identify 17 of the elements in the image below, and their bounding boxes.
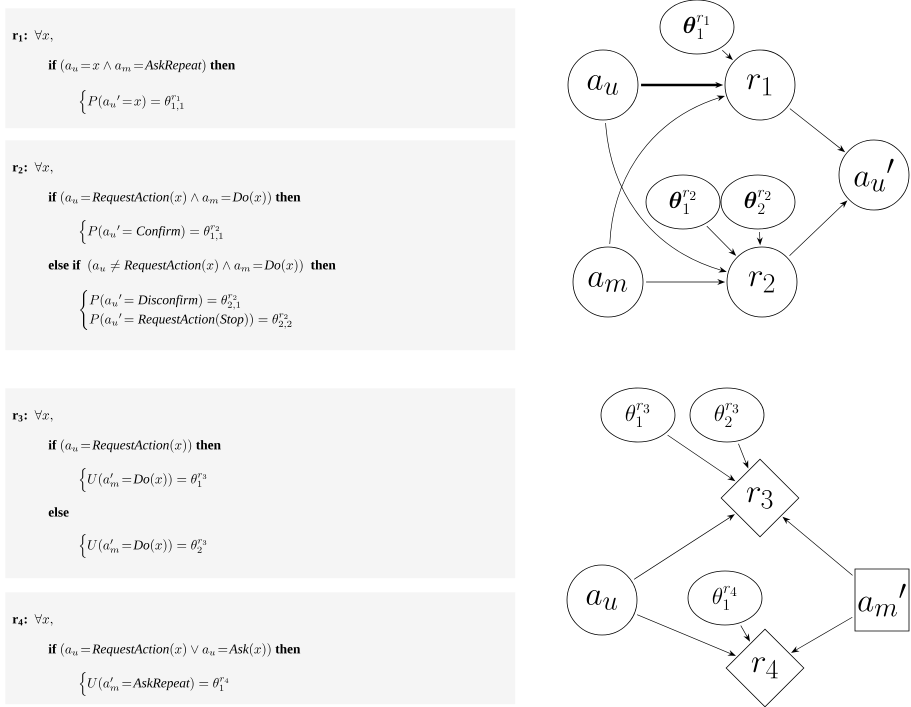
formula-line: $\mathbf{r_1}\textbf{:}\ \ \forall x,$: [12, 30, 52, 42]
formula-line: $\Big\{U(a'_m\!=\!\mathit{Do}(x))=\theta^{r_3}_2$: [80, 534, 206, 558]
variable-box: ${a_m}'$: [854, 568, 910, 632]
formula-line: $\textbf{else}$: [48, 507, 69, 517]
formula-line: $\textbf{if}\ (a_u\!=\!\mathit{RequestAction}(x))\ \textbf{then}$: [48, 439, 221, 453]
formula-line: $\textbf{if}\ (a_u\!=\!\mathit{RequestAction}(x)\wedge a_m\!=\!\mathit{Do}(x))\ \textbf{then}$: [48, 191, 300, 205]
formula-line: $\mathbf{r_2}\textbf{:}\ \ \forall x,$: [12, 162, 52, 174]
formula-line: $\Big\{U(a'_m\!=\!\mathit{AskRepeat})=\theta^{r_4}_1$: [80, 672, 228, 696]
formula-line: $\textbf{if}\ (a_u\!=\!x\wedge a_m\!=\!\mathit{AskRepeat})\ \textbf{then}$: [48, 59, 235, 73]
formula-line: $\Big\{P({a_u}'\!=\mathit{Confirm})=\theta^{r_2}_{1,1}$: [80, 220, 223, 244]
formula-line: $\Big\{P({a_u}'\!=\!x)=\theta^{r_1}_{1,1}$: [80, 90, 184, 114]
formula-line: $\begin{cases}P({a_u}'\!=\mathit{Disconfirm})=\theta^{r_2}_{2,1}\\P({a_u}'\!=\mathit{RequestAction}(\mathit{Stop}))=\theta^{r_2}_{2,2}\end{cases}$: [80, 290, 292, 330]
formula-line: $\Big\{U(a'_m\!=\!\mathit{Do}(x))=\theta^{r_3}_1$: [80, 468, 206, 492]
formula-line: $\mathbf{r_3}\textbf{:}\ \ \forall x,$: [12, 410, 52, 422]
formula-line: $\mathbf{r_4}\textbf{:}\ \ \forall x,$: [12, 614, 52, 626]
formula-line: $\textbf{else if}\ \ (a_u\neq\mathit{RequestAction}(x)\wedge a_m\!=\!\mathit{Do}(x))\ \ \textbf{then}$: [48, 259, 336, 273]
formula-line: $\textbf{if}\ (a_u\!=\!\mathit{RequestAction}(x)\vee a_u\!=\!\mathit{Ask}(x))\ \textbf{then}$: [48, 643, 300, 657]
